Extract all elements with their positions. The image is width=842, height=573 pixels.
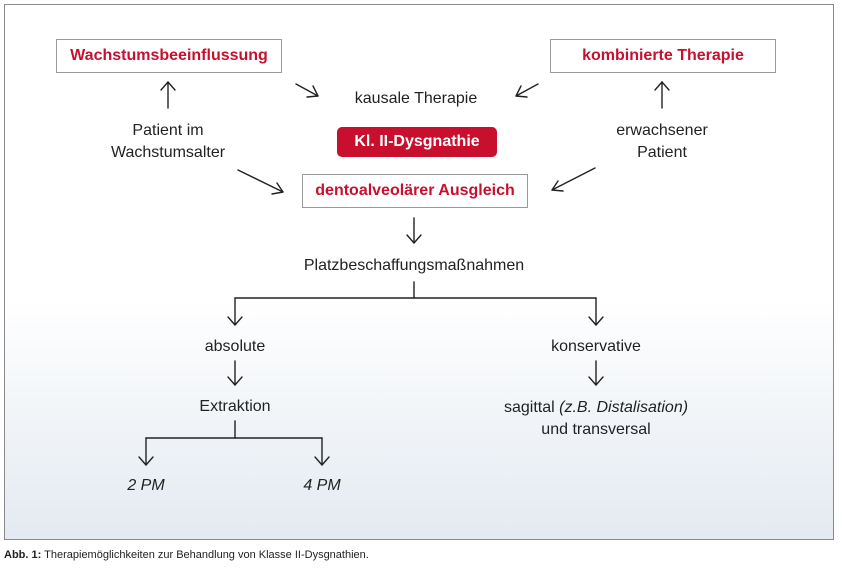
arrow-to-dentoalveolar-right <box>551 167 596 192</box>
patient-growth-label-2: Wachstumsalter <box>110 144 226 161</box>
caption-label: Abb. 1: <box>4 549 42 561</box>
absolute-label: absolute <box>204 338 266 355</box>
diagram-panel <box>4 4 834 540</box>
caption-text: Therapiemöglichkeiten zur Behandlung von… <box>44 549 369 561</box>
arrow-up-combined <box>654 81 670 109</box>
extraction-label: Extraktion <box>199 398 271 415</box>
transversal-label: und transversal <box>541 421 651 438</box>
pm4-label: 4 PM <box>303 477 341 494</box>
pm2-label: 2 PM <box>127 477 165 494</box>
arrow-down-sagittal <box>588 360 604 386</box>
class2-badge: Kl. II-Dysgnathie <box>337 127 497 157</box>
arrow-to-dentoalveolar-left <box>237 169 284 195</box>
adult-patient-label-1: erwachsener <box>616 122 708 139</box>
figure-caption: Abb. 1: Therapiemöglichkeiten zur Behand… <box>4 549 369 561</box>
arrow-to-causal-left <box>295 83 319 98</box>
arrow-up-growth <box>160 81 176 109</box>
sagittal-label: sagittal (z.B. Distalisation) <box>504 398 688 418</box>
adult-patient-label-2: Patient <box>637 144 687 161</box>
patient-growth-label-1: Patient im <box>132 122 204 139</box>
arrow-down-space <box>406 217 422 244</box>
sagittal-example: (z.B. Distalisation) <box>559 399 689 416</box>
branch-space <box>227 281 604 326</box>
sagittal-text: sagittal <box>503 399 555 416</box>
arrow-to-causal-right <box>515 83 539 98</box>
branch-extraction <box>138 420 330 466</box>
causal-therapy-label: kausale Therapie <box>354 90 478 107</box>
growth-influence-box: Wachstumsbeeinflussung <box>56 39 282 73</box>
conservative-label: konservative <box>551 338 641 355</box>
combined-therapy-box: kombinierte Therapie <box>550 39 776 73</box>
dentoalveolar-box: dentoalveolärer Ausgleich <box>302 174 528 208</box>
arrow-down-extraction <box>227 360 243 386</box>
space-gain-label: Platzbeschaffungsmaßnahmen <box>303 257 525 274</box>
